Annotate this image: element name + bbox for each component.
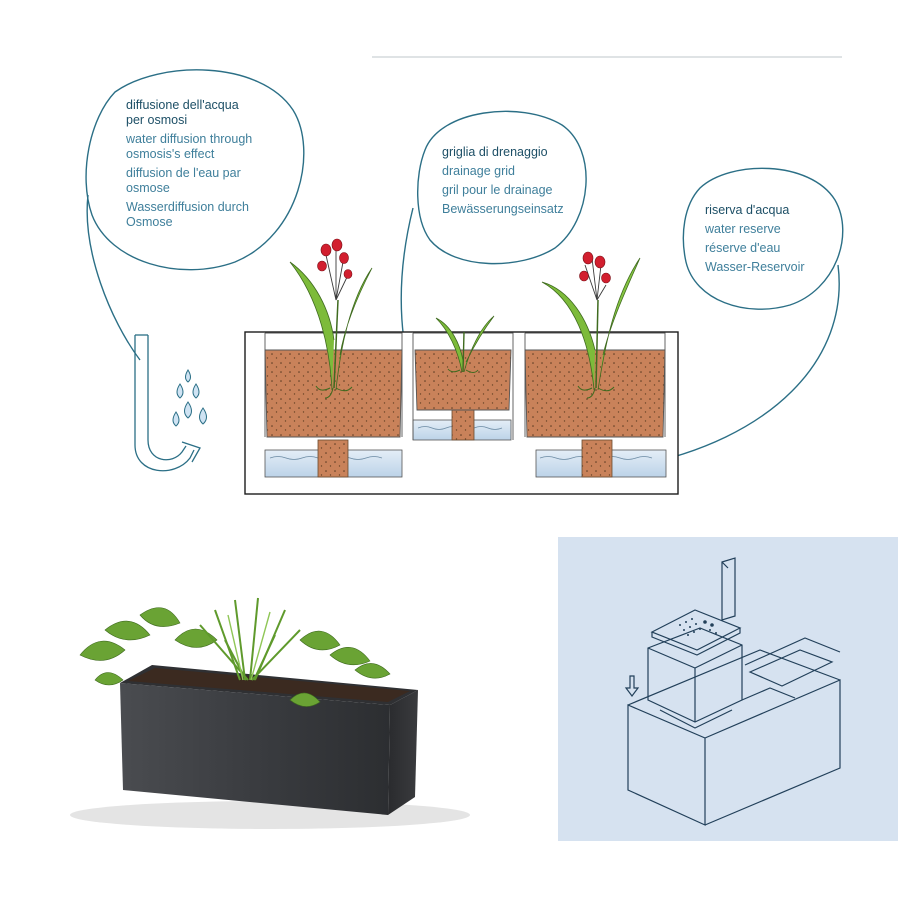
callout-drainage-de: Bewässerungseinsatz <box>442 202 564 216</box>
callout-reserve-fr: réserve d'eau <box>705 241 781 255</box>
u-tube-icon <box>134 334 201 472</box>
middle-sprout-plant <box>435 315 495 373</box>
callout-reserve-en: water reserve <box>705 222 781 236</box>
callout-osmosis-en-1: water diffusion through <box>126 132 253 146</box>
assembly-drawing <box>558 537 898 841</box>
callout-osmosis-en-2: osmosis's effect <box>126 147 215 161</box>
middle-pot <box>412 332 514 441</box>
left-pot <box>264 332 403 478</box>
callout-circle-osmosis <box>85 69 305 361</box>
top-faint-text <box>372 56 842 58</box>
left-flower-plant <box>289 238 373 399</box>
cross-section-planter <box>244 331 679 495</box>
callout-reserve-de: Wasser-Reservoir <box>705 260 805 274</box>
callout-osmosis-fr-1: diffusion de l'eau par <box>126 166 241 180</box>
callout-osmosis-fr-2: osmose <box>126 181 170 195</box>
callout-osmosis-de-2: Osmose <box>126 215 173 229</box>
callout-drainage-fr: gril pour le drainage <box>442 183 553 197</box>
callout-osmosis-text: diffusione dell'acqua per osmosi water d… <box>126 98 286 230</box>
callout-reserve-text: riserva d'acqua water reserve réserve d'… <box>705 203 825 275</box>
right-flower-plant <box>541 251 641 399</box>
callout-osmosis-title-2: per osmosi <box>126 113 188 127</box>
callout-osmosis-de-1: Wasserdiffusion durch <box>126 200 249 214</box>
callout-reserve-title: riserva d'acqua <box>705 203 790 217</box>
right-pot <box>524 332 667 478</box>
water-drops-icon <box>172 369 207 427</box>
flower-icon <box>317 238 353 279</box>
callout-osmosis-title-1: diffusione dell'acqua <box>126 98 239 112</box>
callout-drainage-title: griglia di drenaggio <box>442 145 548 159</box>
callout-drainage-en: drainage grid <box>442 164 515 178</box>
planter-photo <box>70 597 470 829</box>
callout-drainage-text: griglia di drenaggio drainage grid gril … <box>442 145 582 217</box>
